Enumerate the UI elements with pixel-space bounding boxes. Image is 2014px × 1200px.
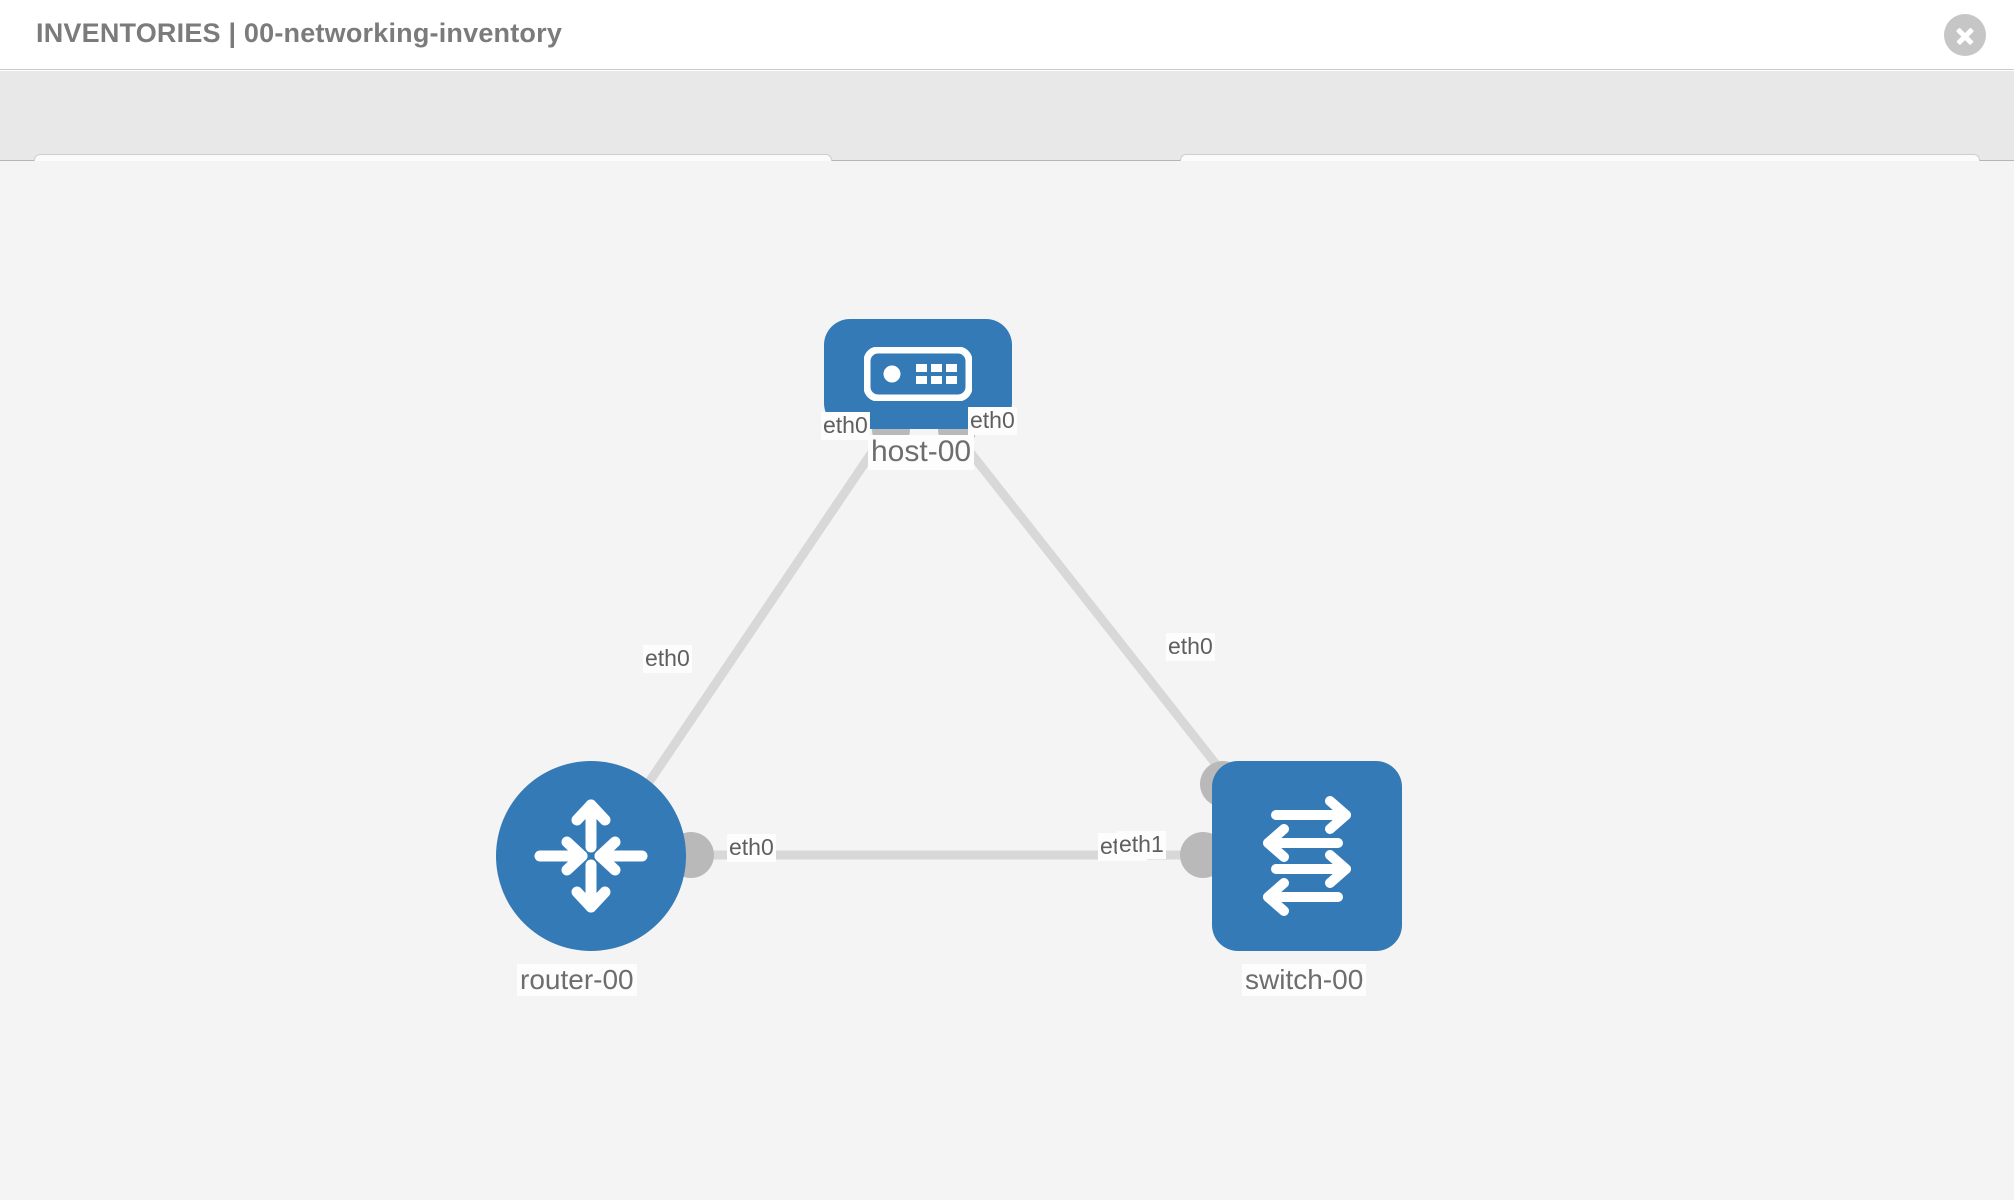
port-label-router-up: eth0 (643, 645, 692, 673)
node-label-switch-00: switch-00 (1242, 964, 1367, 997)
switch-arrows-icon (1212, 761, 1402, 951)
toolbar: ACTIONS SEARCH (0, 71, 2014, 206)
port-label-host-right: eth0 (968, 407, 1017, 435)
router-arrows-icon (496, 761, 686, 951)
node-label-host-00: host-00 (868, 435, 975, 470)
port-label-switch-up: eth0 (1166, 633, 1215, 661)
port-label-host-left: eth0 (821, 412, 870, 440)
topology-canvas[interactable]: host-00 router-00 (0, 161, 2014, 1200)
page-title: INVENTORIES | 00-networking-inventory (36, 18, 563, 48)
port-label-router-right: eth0 (727, 834, 776, 862)
port-label-switch-left-b: eth1 (1117, 831, 1166, 859)
link-host-switch (951, 430, 1249, 804)
link-host-router (616, 430, 889, 828)
close-icon[interactable] (1944, 14, 1986, 56)
node-label-router-00: router-00 (517, 964, 637, 997)
topology-links (616, 430, 1249, 860)
page-header: INVENTORIES | 00-networking-inventory (0, 0, 2014, 70)
